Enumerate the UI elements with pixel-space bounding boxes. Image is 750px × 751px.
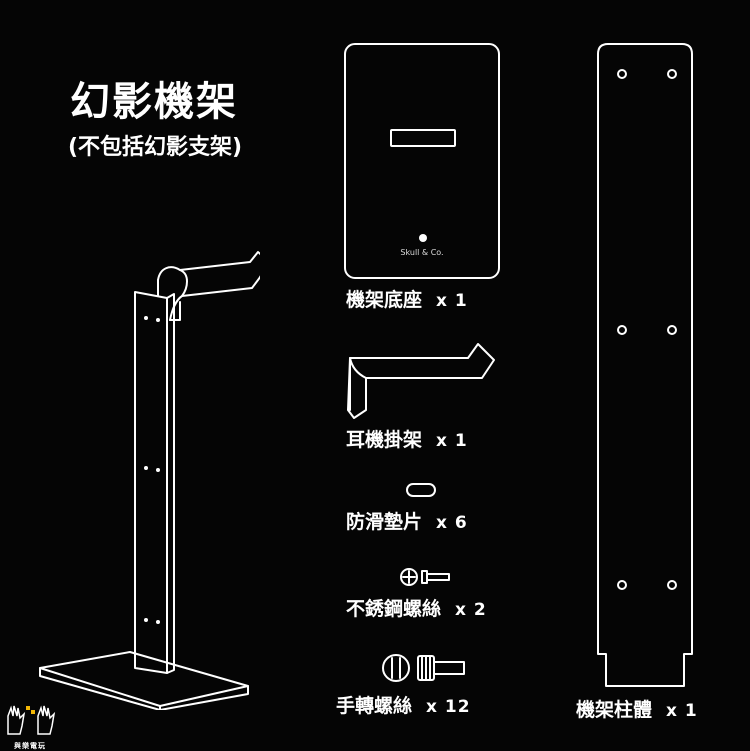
page-title: 幻影機架 bbox=[70, 79, 238, 125]
hook-part bbox=[347, 343, 495, 419]
base-plate-part bbox=[344, 43, 500, 279]
assembled-column bbox=[134, 291, 175, 674]
store-logo: 與樂電玩 bbox=[2, 700, 58, 750]
stainless-screw-part bbox=[400, 568, 450, 586]
assembled-hook bbox=[157, 251, 260, 321]
column-part bbox=[597, 43, 693, 687]
assembled-base bbox=[39, 651, 249, 710]
logo-text: 與樂電玩 bbox=[14, 742, 46, 750]
brand-mark: Skull & Co. bbox=[400, 248, 444, 257]
anti-slip-pad-part bbox=[406, 483, 436, 497]
thumb-screw-part bbox=[382, 654, 465, 682]
assembled-stand-illustration bbox=[39, 251, 260, 710]
hands-icon bbox=[7, 705, 56, 735]
page-subtitle: (不包括幻影支架) bbox=[67, 135, 243, 160]
